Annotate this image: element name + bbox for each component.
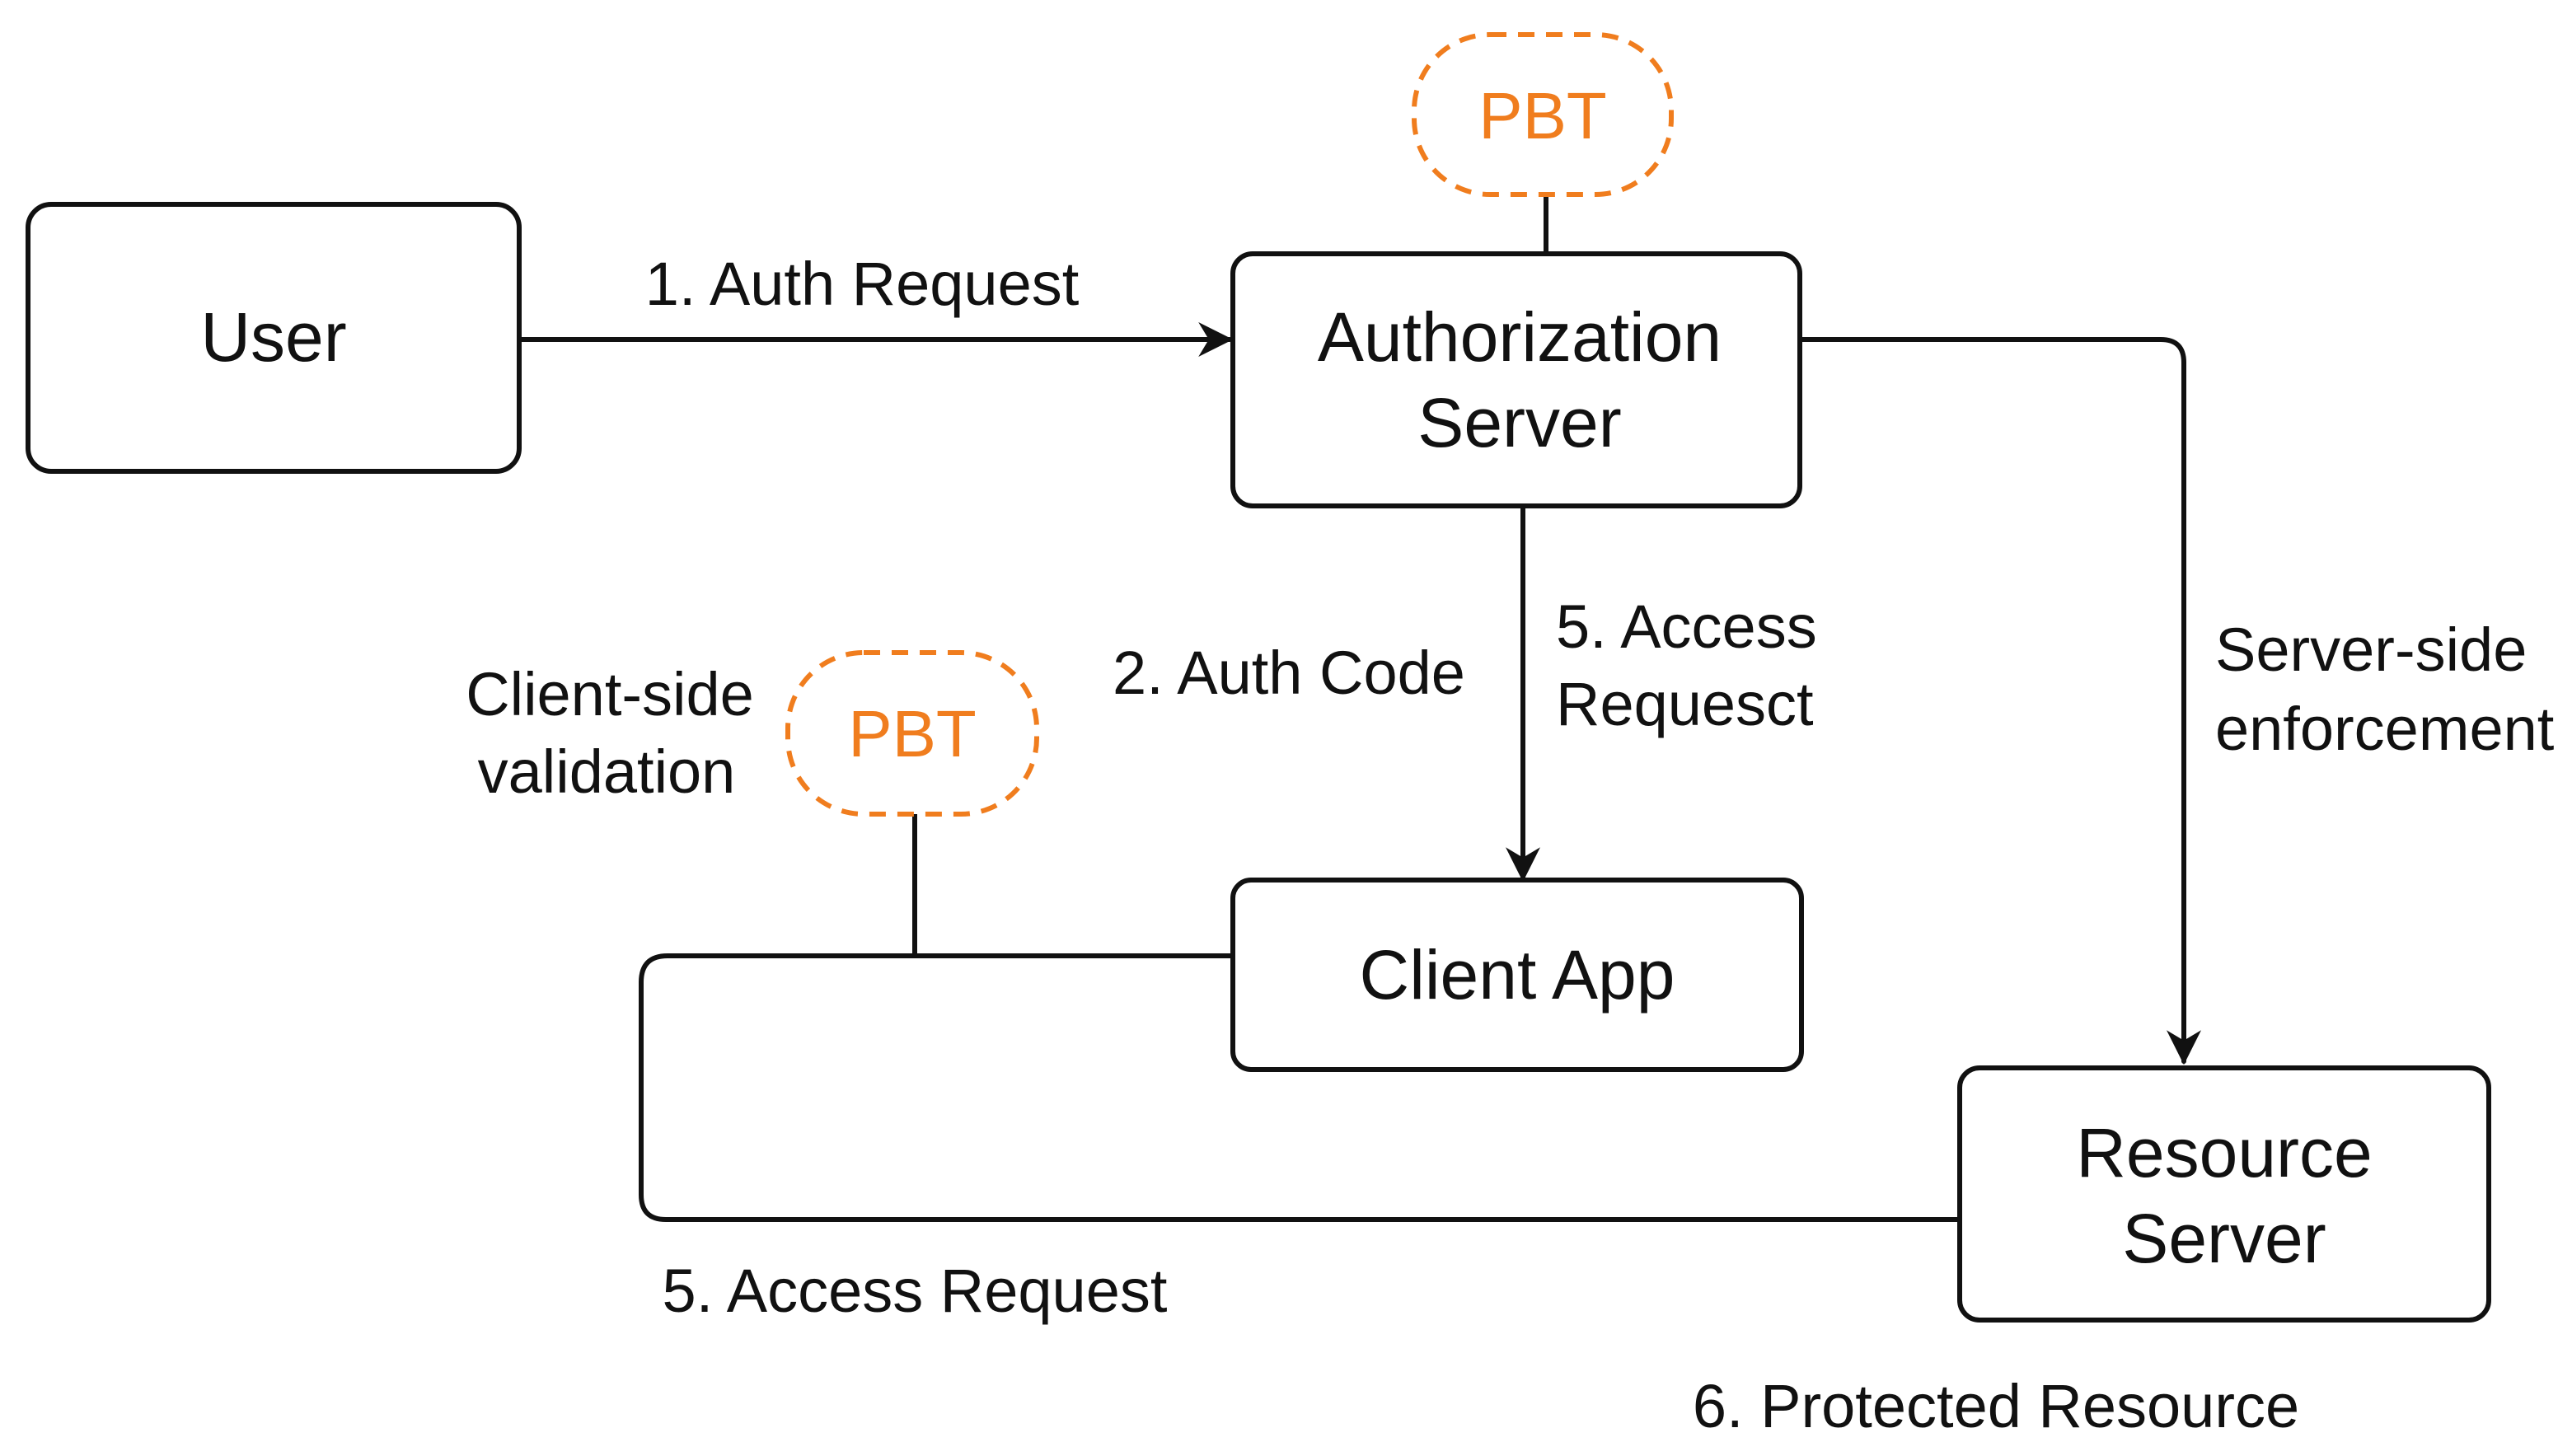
pbt-badge-top-shape [1412, 32, 1674, 197]
pbt-badge-client: PBT [785, 650, 1039, 817]
node-authorization-server: Authorization Server [1230, 251, 1802, 508]
label-server-side-enforcement-line2: enforcement [2215, 695, 2555, 763]
label-auth-request: 1. Auth Request [645, 250, 1080, 318]
connectors [518, 192, 2201, 1222]
client-app-label: Client App [1360, 936, 1675, 1014]
pbt-badge-client-shape [785, 650, 1039, 817]
resource-server-box [1957, 1065, 2491, 1323]
client-app-box [1230, 878, 1804, 1072]
label-client-side-validation-line1: Client-side [466, 660, 754, 728]
user-box [26, 202, 522, 474]
resource-server-label-line1: Resource [2076, 1114, 2373, 1191]
resource-server-label-line2: Server [2122, 1200, 2326, 1277]
node-user: User [26, 202, 522, 474]
pbt-badge-top: PBT [1412, 32, 1674, 197]
label-protected-resource: 6. Protected Resource [1693, 1372, 2299, 1440]
label-auth-code: 2. Auth Code [1113, 639, 1465, 707]
label-access-request-mid-line2: Requesct [1556, 670, 1814, 738]
edge-client-app-to-resource-server [639, 953, 1962, 1222]
authorization-server-label-line2: Server [1417, 384, 1621, 461]
authorization-server-box [1230, 251, 1802, 508]
label-access-request-mid-line1: 5. Access [1556, 592, 1817, 661]
user-label: User [200, 298, 346, 376]
label-access-request-bottom: 5. Access Request [663, 1257, 1168, 1325]
pbt-badge-client-label: PBT [848, 697, 977, 770]
label-client-side-validation-line2: validation [478, 737, 736, 806]
node-client-app: Client App [1230, 878, 1804, 1072]
edge-auth-server-to-resource-server [1799, 337, 2201, 1065]
pbt-badge-top-label: PBT [1478, 79, 1607, 152]
authorization-server-label-line1: Authorization [1318, 298, 1722, 376]
node-resource-server: Resource Server [1957, 1065, 2491, 1323]
label-server-side-enforcement-line1: Server-side [2215, 616, 2527, 684]
